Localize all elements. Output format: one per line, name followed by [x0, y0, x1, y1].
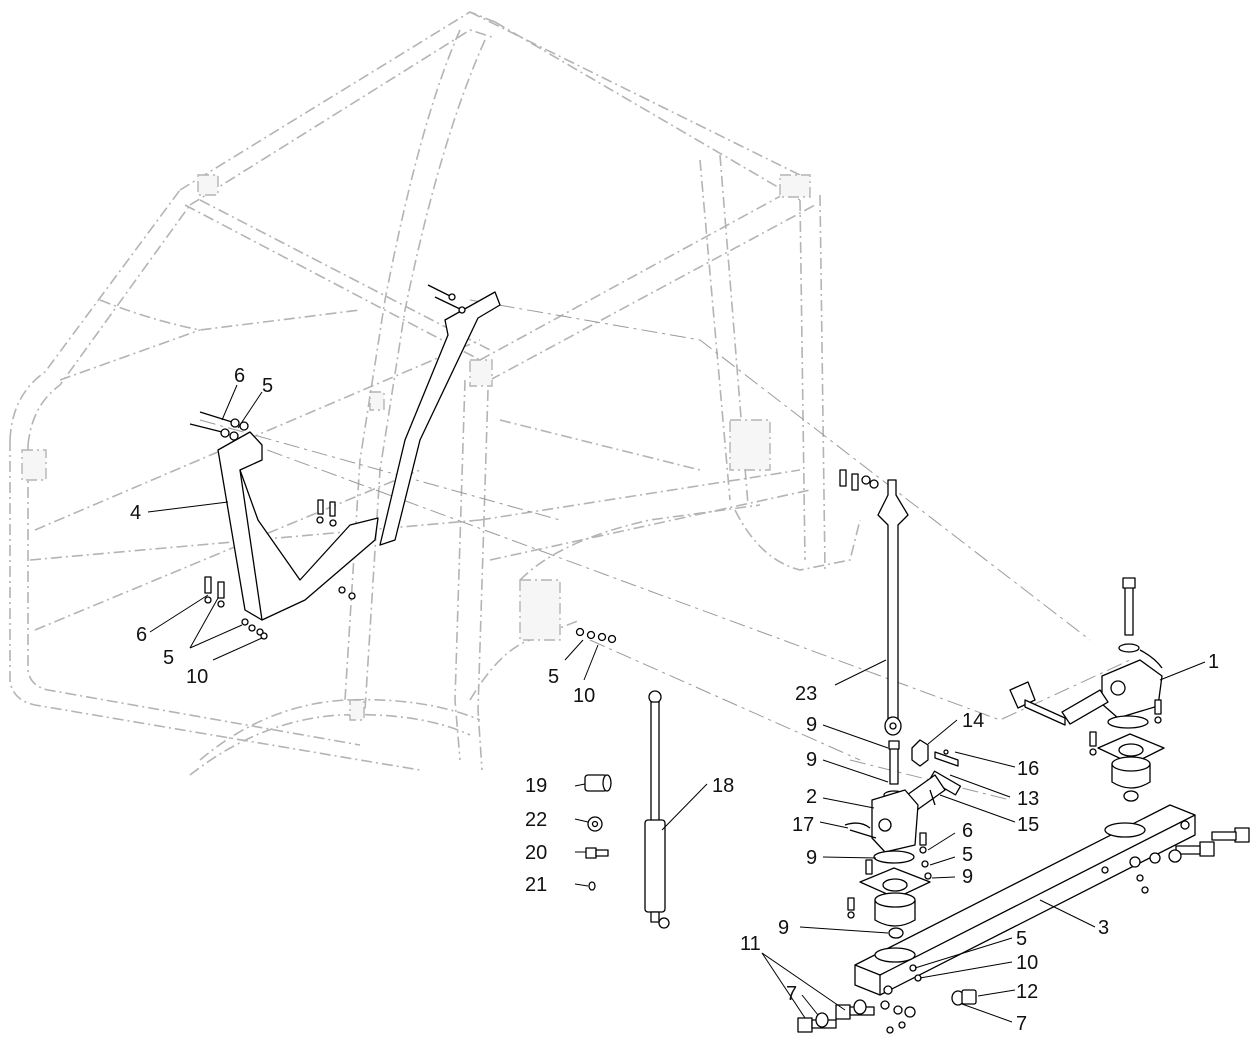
- callout-2: 2: [806, 786, 817, 808]
- callout-5: 5: [548, 666, 559, 688]
- callout-7: 7: [1016, 1013, 1027, 1035]
- ring-part-21: [588, 881, 596, 891]
- callout-13: 13: [1017, 788, 1039, 810]
- bolt-part-20: [585, 847, 609, 859]
- callout-3: 3: [1098, 917, 1109, 939]
- washer-part-22: [587, 816, 603, 832]
- callout-9: 9: [806, 714, 817, 736]
- callout-4: 4: [130, 502, 141, 524]
- callout-20: 20: [525, 842, 547, 864]
- callout-22: 22: [525, 809, 547, 831]
- callout-5: 5: [1016, 928, 1027, 950]
- gas-strut-part-18: [644, 690, 670, 929]
- callout-12: 12: [1016, 981, 1038, 1003]
- callout-6: 6: [962, 820, 973, 842]
- callout-6: 6: [234, 365, 245, 387]
- callout-9: 9: [806, 847, 817, 869]
- callout-16: 16: [1017, 758, 1039, 780]
- callout-21: 21: [525, 874, 547, 896]
- callout-5: 5: [962, 844, 973, 866]
- callout-labels: 6 5 4 6 5 10 5 10 23 9 9 2 17 9 6 5 9 9 …: [130, 365, 1219, 1035]
- callout-9: 9: [962, 866, 973, 888]
- callout-19: 19: [525, 775, 547, 797]
- callout-6: 6: [136, 624, 147, 646]
- callout-5: 5: [262, 375, 273, 397]
- callout-9: 9: [806, 749, 817, 771]
- cross-beam-part-3: [854, 804, 1196, 996]
- callout-9: 9: [778, 917, 789, 939]
- callout-14: 14: [962, 710, 984, 732]
- callout-10: 10: [186, 666, 208, 688]
- leader-lines: [147, 384, 1206, 1023]
- upper-post-bracket: [379, 291, 501, 546]
- callout-5: 5: [163, 647, 174, 669]
- rod-part-23: [877, 479, 909, 736]
- bracket-part-4: [217, 431, 379, 621]
- assembly-centerlines: [199, 299, 1131, 801]
- beam-end-fasteners: [797, 827, 1250, 1034]
- callout-15: 15: [1017, 814, 1039, 836]
- callout-1: 1: [1208, 651, 1219, 673]
- frame-fasteners: [189, 284, 879, 644]
- left-mount-assembly: [844, 740, 932, 939]
- callout-17: 17: [792, 814, 814, 836]
- loose-hardware: [584, 774, 612, 891]
- callout-10: 10: [1016, 952, 1038, 974]
- spacer-part-19: [584, 774, 612, 792]
- callout-18: 18: [712, 775, 734, 797]
- callout-10: 10: [573, 685, 595, 707]
- callout-11: 11: [740, 933, 761, 955]
- callout-23: 23: [795, 683, 817, 705]
- callout-7: 7: [786, 983, 797, 1005]
- right-mount-assembly: [1009, 577, 1165, 802]
